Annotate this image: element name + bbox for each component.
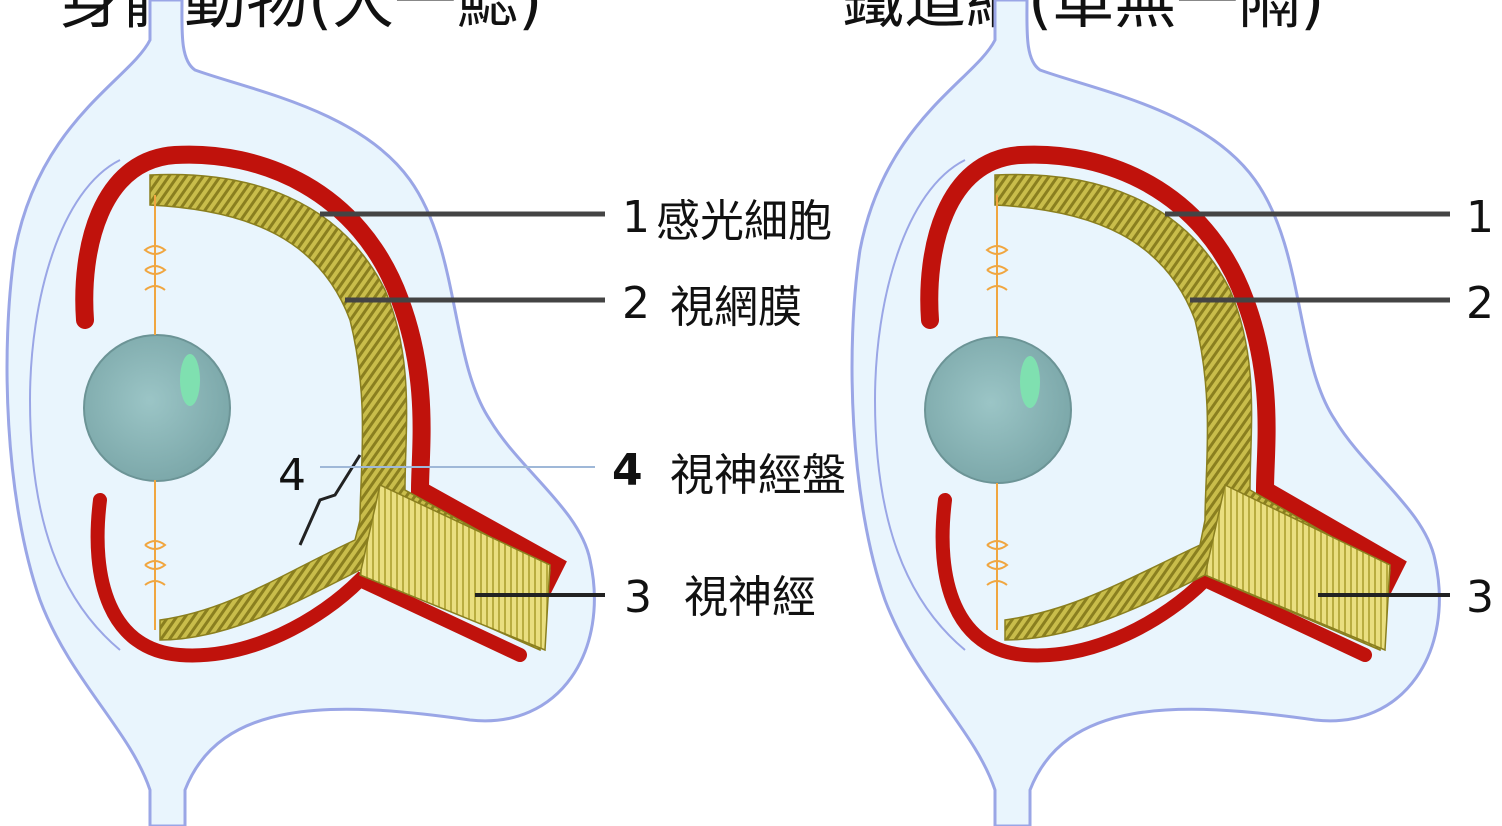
right-title: 鐵道網(單無一隔) [842, 0, 1324, 37]
left-eye [7, 0, 594, 826]
left-lens-highlight [180, 354, 200, 406]
right-eye [852, 0, 1439, 826]
label-4-num: 4 [612, 445, 643, 496]
label-4-text: 視神經盤 [670, 450, 846, 501]
label-2-num: 2 [622, 278, 650, 329]
right-label-1-num: 1 [1466, 192, 1494, 243]
right-label-3-num: 3 [1466, 572, 1494, 623]
right-label-2-num: 2 [1466, 278, 1494, 329]
label-1-text: 感光細胞 [656, 196, 832, 247]
left-lens [84, 335, 230, 481]
label-3-text: 視神經 [684, 572, 816, 623]
right-lens [925, 337, 1071, 483]
right-lens-highlight [1020, 356, 1040, 408]
label-1-num: 1 [622, 192, 650, 243]
left-title: 身體動物(大一鰓) [60, 0, 542, 37]
inner-label-4: 4 [278, 450, 306, 501]
label-2-text: 視網膜 [670, 282, 802, 333]
label-3-num: 3 [624, 572, 652, 623]
